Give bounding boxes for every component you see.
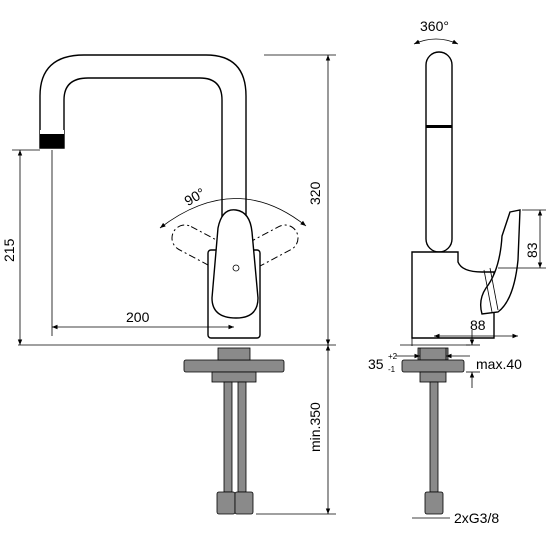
hose-side xyxy=(429,381,439,493)
lever-side xyxy=(479,209,521,315)
pipe-length-label: min.350 xyxy=(307,402,323,452)
swivel-label: 360° xyxy=(420,18,449,34)
hole-tol-lower: -1 xyxy=(388,365,396,374)
connections-label: 2xG3/8 xyxy=(454,510,499,526)
fixing-flange xyxy=(183,359,285,373)
rotation-angle-label: 90° xyxy=(181,184,207,208)
spout-side xyxy=(425,51,453,253)
deck-thickness-label: max.40 xyxy=(476,356,522,372)
lever xyxy=(211,209,259,319)
spout-height-label: 215 xyxy=(1,238,17,262)
spout-reach-label: 200 xyxy=(126,309,150,325)
aerator xyxy=(40,130,64,148)
front-view: 90° 320 215 200 min.350 xyxy=(1,54,336,515)
height-total-label: 320 xyxy=(307,181,323,205)
spout xyxy=(39,54,247,263)
body-depth-label: 88 xyxy=(470,317,486,333)
lever-height-label: 83 xyxy=(524,242,540,258)
hole-diameter-label: 35 xyxy=(368,356,384,372)
side-view: 360° 83 88 35 +2 -1 xyxy=(368,18,546,526)
hose-left xyxy=(223,381,233,493)
hole-tol-upper: +2 xyxy=(388,352,398,361)
hose-right xyxy=(237,381,247,493)
